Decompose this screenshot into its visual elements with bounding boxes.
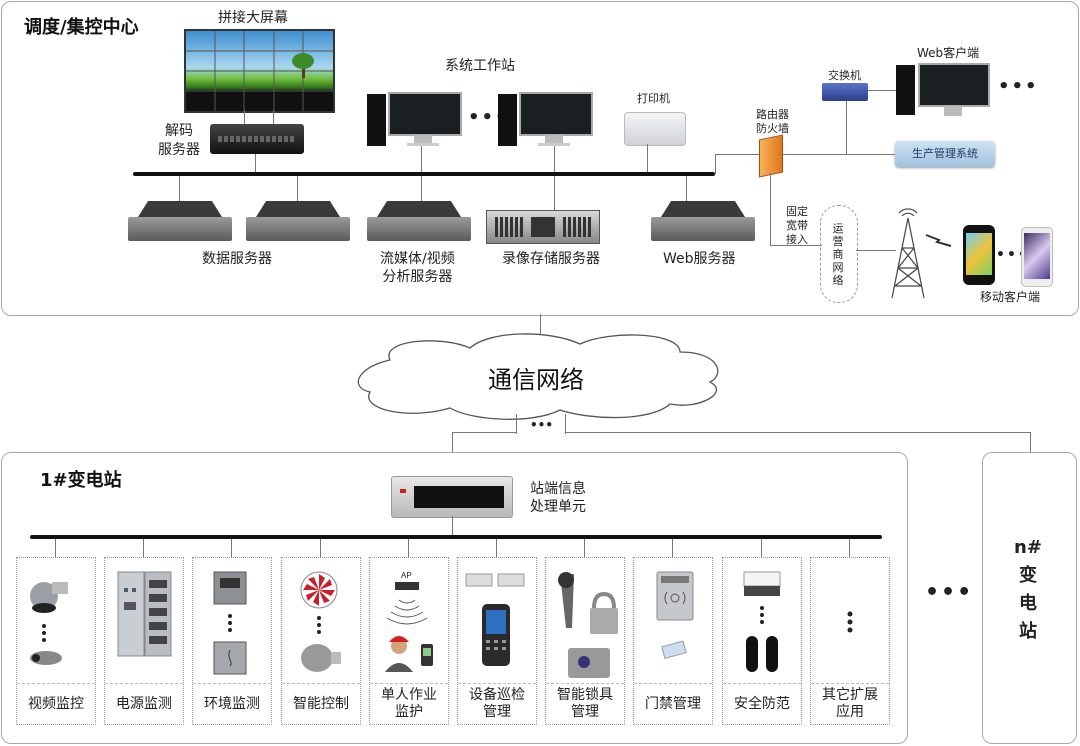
decoder-server-label: 解码服务器 bbox=[158, 123, 200, 158]
wireless-signal-icon bbox=[925, 232, 953, 251]
substation-n-title: n# 变 电 站 bbox=[1014, 537, 1042, 642]
video-storage-server-label: 录像存储服务器 bbox=[502, 251, 600, 267]
subsystem-connector bbox=[143, 539, 145, 557]
data-server-label: 数据服务器 bbox=[202, 251, 272, 267]
subsystem-connector bbox=[672, 539, 674, 557]
env-sensor-icon bbox=[202, 568, 262, 682]
subsystem-box[interactable]: 环境监测 bbox=[192, 557, 272, 725]
subsystem-label: 电源监测 bbox=[105, 683, 183, 724]
handheld-terminal-icon bbox=[462, 568, 532, 682]
subsystem-label: 视频监控 bbox=[17, 683, 95, 724]
subsystem-label: 设备巡检 管理 bbox=[458, 683, 536, 724]
data-server-2-icon[interactable] bbox=[246, 201, 350, 243]
subsystem-connector bbox=[496, 539, 498, 557]
communication-network-cloud bbox=[350, 330, 730, 424]
cell-tower-icon bbox=[888, 208, 928, 304]
substation-lan-bus bbox=[30, 535, 882, 539]
power-cabinet-icon bbox=[114, 568, 174, 662]
web-client-ellipsis: ••• bbox=[998, 76, 1039, 97]
video-wall-label: 拼接大屏幕 bbox=[218, 10, 288, 26]
workstations-label: 系统工作站 bbox=[445, 58, 515, 74]
subsystem-label: 门禁管理 bbox=[634, 683, 712, 724]
web-client-label: Web客户端 bbox=[917, 46, 980, 60]
production-mgmt-system-box[interactable]: 生产管理系统 bbox=[895, 141, 995, 167]
firewall-icon[interactable] bbox=[759, 134, 783, 178]
substation-n-panel[interactable] bbox=[982, 452, 1077, 744]
data-server-1-icon[interactable] bbox=[128, 201, 232, 243]
streaming-server-icon[interactable] bbox=[367, 201, 471, 243]
subsystem-box[interactable]: 其它扩展 应用 bbox=[810, 557, 890, 725]
communication-network-label: 通信网络 bbox=[488, 366, 584, 394]
mobile-client-ellipsis: ••• bbox=[996, 247, 1029, 263]
fan-motor-icon bbox=[291, 568, 351, 682]
subsystem-label: 智能锁具 管理 bbox=[546, 683, 624, 724]
printer-label: 打印机 bbox=[637, 92, 670, 105]
decoder-server-icon[interactable] bbox=[210, 124, 304, 154]
subsystem-box[interactable]: 视频监控 bbox=[16, 557, 96, 725]
mobile-phone-1-icon[interactable] bbox=[963, 225, 995, 285]
subsystem-label: 环境监测 bbox=[193, 683, 271, 724]
substation-1-title: 1#变电站 bbox=[40, 470, 122, 491]
workstations-ellipsis: ••• bbox=[468, 107, 509, 128]
web-server-label: Web服务器 bbox=[663, 251, 736, 267]
subsystem-box[interactable]: 门禁管理 bbox=[633, 557, 713, 725]
subsystem-box[interactable]: 设备巡检 管理 bbox=[457, 557, 537, 725]
svg-text:AP: AP bbox=[401, 571, 412, 580]
smart-lock-icon bbox=[550, 568, 620, 692]
network-switch-icon[interactable] bbox=[822, 83, 868, 101]
printer-icon[interactable] bbox=[624, 112, 686, 146]
substations-ellipsis: ••• bbox=[925, 580, 974, 605]
fixed-broadband-label: 固定宽带接入 bbox=[786, 205, 808, 246]
worker-ap-icon: AP bbox=[377, 568, 441, 682]
workstation-1-icon[interactable] bbox=[367, 92, 462, 152]
streaming-server-label: 流媒体/视频分析服务器 bbox=[380, 251, 455, 285]
subsystem-box[interactable]: 智能锁具 管理 bbox=[545, 557, 625, 725]
video-storage-server-icon[interactable] bbox=[486, 210, 600, 244]
subsystem-connector bbox=[231, 539, 233, 557]
carrier-network-cloud bbox=[820, 205, 858, 303]
switch-label: 交换机 bbox=[828, 69, 861, 82]
cctv-camera-icon bbox=[26, 568, 86, 672]
subsystem-box[interactable]: 电源监测 bbox=[104, 557, 184, 725]
subsystem-box[interactable]: AP 单人作业 监护 bbox=[369, 557, 449, 725]
web-server-icon[interactable] bbox=[651, 201, 755, 243]
mobile-phone-n-icon[interactable] bbox=[1021, 227, 1053, 287]
subsystem-label: 单人作业 监护 bbox=[370, 683, 448, 724]
subsystem-label: 智能控制 bbox=[282, 683, 360, 724]
subsystem-box[interactable]: 智能控制 bbox=[281, 557, 361, 725]
subsystem-label: 安全防范 bbox=[723, 683, 801, 724]
video-wall-icon[interactable] bbox=[184, 29, 335, 113]
station-info-processing-unit-icon[interactable] bbox=[391, 476, 513, 518]
card-reader-icon bbox=[643, 568, 703, 682]
subsystem-box[interactable]: 安全防范 bbox=[722, 557, 802, 725]
subsystem-connector bbox=[761, 539, 763, 557]
network-ellipsis: ••• bbox=[530, 418, 554, 432]
subsystem-connector bbox=[408, 539, 410, 557]
control-center-title: 调度/集控中心 bbox=[24, 17, 139, 38]
subsystem-connector bbox=[55, 539, 57, 557]
infrared-barrier-icon bbox=[732, 568, 792, 682]
subsystem-connector bbox=[320, 539, 322, 557]
web-client-icon[interactable] bbox=[896, 63, 991, 123]
more-icon bbox=[820, 568, 880, 682]
subsystem-label: 其它扩展 应用 bbox=[811, 683, 889, 724]
mobile-client-label: 移动客户端 bbox=[980, 290, 1041, 304]
workstation-n-icon[interactable] bbox=[498, 92, 593, 152]
station-info-processing-unit-label: 站端信息处理单元 bbox=[530, 481, 586, 515]
subsystem-connector bbox=[849, 539, 851, 557]
production-mgmt-system-label: 生产管理系统 bbox=[912, 147, 978, 160]
subsystem-connector bbox=[584, 539, 586, 557]
carrier-network-label: 运营商网络 bbox=[832, 222, 844, 287]
router-firewall-label: 路由器防火墙 bbox=[756, 108, 789, 135]
control-center-lan-bus bbox=[133, 172, 715, 176]
